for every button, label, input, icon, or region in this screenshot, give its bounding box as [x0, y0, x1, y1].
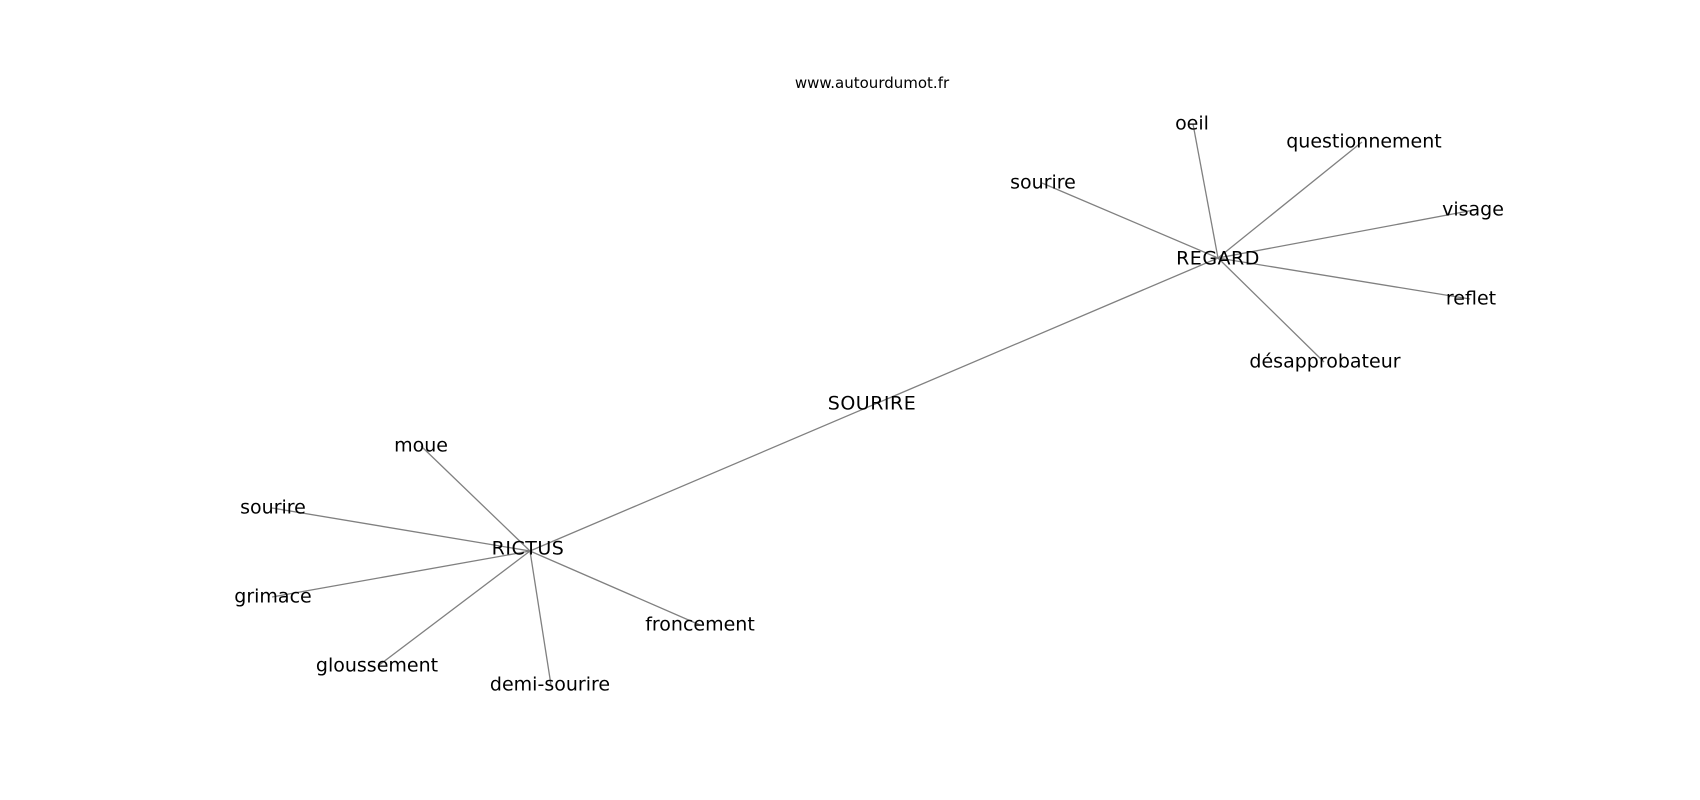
- node-questionnement: questionnement: [1286, 131, 1442, 153]
- edge-regard-visage: [1217, 209, 1475, 259]
- node-regard-sourire: sourire: [1010, 172, 1076, 194]
- node-gloussement: gloussement: [316, 655, 438, 677]
- node-grimace: grimace: [234, 586, 311, 608]
- node-center-sourire: SOURIRE: [828, 393, 916, 415]
- edge-rictus-sourire: [271, 507, 531, 552]
- node-oeil: oeil: [1175, 113, 1209, 135]
- edge-rictus-grimace: [271, 550, 531, 598]
- edge-rictus-gloussement: [377, 550, 531, 667]
- nodes: SOURIRE REGARD sourire oeil questionneme…: [234, 113, 1504, 696]
- node-desapprobateur: désapprobateur: [1249, 351, 1400, 373]
- edge-regard-sourire: [1041, 182, 1219, 259]
- edge-regard-desapprobateur: [1217, 257, 1325, 363]
- node-visage: visage: [1442, 199, 1504, 221]
- edge-regard-reflet: [1217, 257, 1471, 300]
- edges: [271, 123, 1475, 686]
- node-moue: moue: [394, 435, 448, 457]
- edge-regard-questionnement: [1217, 141, 1363, 259]
- node-rictus-sourire: sourire: [240, 497, 306, 519]
- edge-rictus-regard: [529, 257, 1219, 552]
- node-reflet: reflet: [1446, 288, 1496, 310]
- edge-rictus-froncement: [529, 550, 701, 626]
- edge-regard-oeil: [1192, 123, 1219, 259]
- node-froncement: froncement: [645, 614, 755, 636]
- node-regard: REGARD: [1176, 248, 1260, 270]
- edge-rictus-demi-sourire: [529, 550, 552, 686]
- node-demi-sourire: demi-sourire: [490, 674, 610, 696]
- site-watermark: www.autourdumot.fr: [795, 74, 950, 92]
- edge-rictus-moue: [420, 445, 531, 552]
- node-rictus: RICTUS: [492, 538, 565, 560]
